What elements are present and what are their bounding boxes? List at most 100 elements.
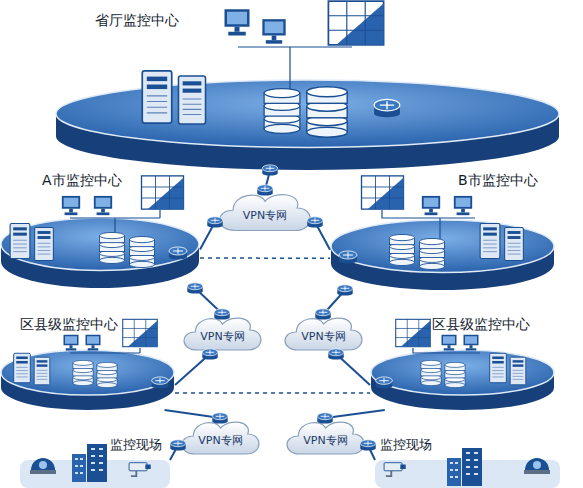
lan-wire (70, 348, 140, 353)
platform-top (1, 350, 174, 395)
center-heading: B市监控中心 (458, 172, 538, 188)
server (34, 357, 50, 385)
router (376, 377, 393, 389)
storage (307, 87, 347, 138)
center-heading: 区县级监控中心 (20, 316, 118, 332)
server (490, 353, 507, 382)
center-heading: A市监控中心 (42, 172, 122, 188)
server (505, 227, 524, 260)
storage (97, 362, 117, 387)
monitoring-site: 监控现场 (375, 432, 560, 488)
server (480, 224, 500, 259)
router (257, 185, 272, 196)
workstation (262, 19, 285, 43)
cloud-label: VPN专网 (243, 209, 287, 222)
server (178, 76, 205, 124)
center-heading: 省厅监控中心 (95, 12, 179, 28)
router (170, 440, 185, 451)
server (10, 224, 30, 259)
storage (73, 360, 93, 385)
lan-wire (413, 348, 480, 353)
storage (264, 89, 300, 134)
router (339, 251, 357, 264)
building (447, 448, 482, 486)
vpn-cloud: VPN专网 (281, 314, 366, 354)
router (374, 99, 400, 117)
network-link (175, 354, 210, 385)
router (360, 440, 375, 451)
workstation (94, 196, 112, 215)
building (72, 444, 107, 482)
center-heading: 区县级监控中心 (432, 316, 530, 332)
router (202, 349, 217, 360)
province-center: 省厅监控中心 (55, 5, 560, 170)
router (169, 247, 187, 260)
router (212, 413, 227, 424)
video-wall (396, 319, 431, 346)
router (207, 217, 222, 228)
storage (100, 232, 125, 263)
server (35, 227, 54, 260)
lan-wire (238, 47, 352, 100)
network-link (195, 288, 223, 314)
dome-camera (524, 458, 550, 474)
workstation (464, 335, 479, 351)
router (187, 283, 202, 294)
video-wall (142, 176, 184, 209)
router (307, 217, 322, 228)
storage (130, 236, 155, 267)
network-link (165, 410, 221, 418)
platform-top (331, 220, 554, 273)
network-link (200, 222, 215, 250)
dome-camera (30, 458, 56, 474)
router (315, 309, 330, 320)
network-link (336, 354, 370, 385)
vpn-cloud: VPN专网 (178, 418, 263, 458)
network-link (368, 445, 375, 460)
city-center: A市监控中心 (0, 168, 200, 288)
network-link (170, 445, 178, 460)
storage (420, 238, 445, 269)
cloud-label: VPN专网 (301, 330, 345, 343)
network-link (315, 222, 330, 250)
cloud-label: VPN专网 (303, 434, 347, 447)
node-outline (55, 5, 560, 170)
cloud-shape (220, 195, 311, 231)
vpn-cloud: VPN专网 (283, 418, 368, 458)
platform-top (371, 350, 554, 395)
video-wall (362, 176, 404, 209)
box-camera (129, 463, 151, 477)
city-center: B市监控中心 (330, 168, 555, 290)
storage (421, 360, 441, 385)
platform-top (56, 80, 559, 148)
lan-wire (382, 210, 475, 240)
storage (445, 362, 465, 387)
workstation (454, 196, 472, 215)
workstation (422, 196, 440, 215)
workstation (86, 335, 101, 351)
cloud-shape (287, 422, 364, 454)
cloud-shape (182, 422, 259, 454)
box-camera (384, 463, 406, 477)
dashed-link (200, 257, 330, 259)
router (214, 309, 229, 320)
server (14, 353, 31, 382)
vpn-cloud: VPN专网 (180, 314, 265, 354)
vpn-cloud: VPN专网 (215, 190, 315, 235)
network-link (326, 410, 385, 418)
server (142, 71, 171, 123)
lan-wire (70, 210, 160, 240)
workstation (225, 9, 250, 35)
cloud-label: VPN专网 (198, 434, 242, 447)
monitoring-site: 监控现场 (20, 432, 170, 488)
router (328, 349, 343, 360)
cloud-label: VPN专网 (200, 330, 244, 343)
video-wall (123, 319, 158, 346)
workstation (62, 196, 80, 215)
cloud-shape (285, 318, 362, 350)
site-ground (375, 460, 560, 488)
center-heading: 监控现场 (380, 438, 432, 453)
